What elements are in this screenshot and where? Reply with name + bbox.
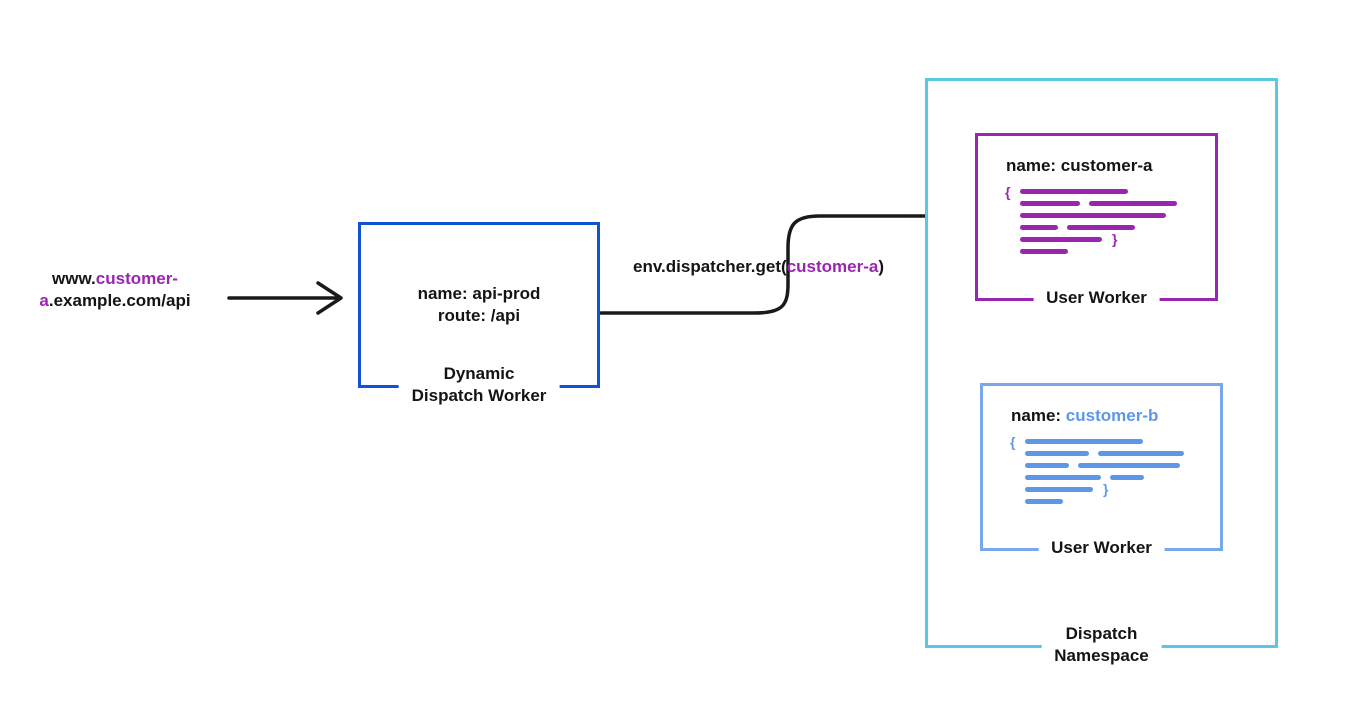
code-lines-graphic-a: { } (1005, 185, 1215, 254)
user-worker-a-name: name: customer-a (1006, 156, 1215, 176)
code-row (1025, 439, 1220, 444)
code-row: } (1020, 232, 1215, 246)
open-brace-glyph: { (1005, 184, 1011, 200)
request-url-line1: www.customer- (8, 268, 222, 290)
request-url-line2: a.example.com/api (8, 290, 222, 312)
code-row (1025, 463, 1220, 468)
namespace-caption: Dispatch Namespace (1041, 622, 1162, 668)
code-row (1025, 475, 1220, 480)
code-row (1020, 213, 1215, 218)
request-url: www.customer- a.example.com/api (8, 268, 222, 312)
call-argument: customer-a (786, 257, 879, 276)
dispatch-worker-route: route: /api (437, 306, 521, 325)
dispatch-worker-caption: Dynamic Dispatch Worker (398, 362, 560, 408)
worker-a-name-label: name: (1006, 156, 1061, 175)
user-worker-a-box: name: customer-a { } User Worker (975, 133, 1218, 310)
url-www: www. (52, 269, 96, 288)
dispatch-worker-caption-line2: Dispatch Worker (411, 386, 547, 405)
namespace-caption-line1: Dispatch (1065, 624, 1138, 643)
dispatch-worker-caption-line1: Dynamic (443, 364, 515, 383)
dispatcher-call-label: env.dispatcher.get(customer-a) (633, 257, 884, 277)
code-row (1020, 225, 1215, 230)
url-customer-highlight-2: a (39, 291, 49, 310)
worker-b-name-value: customer-b (1065, 406, 1159, 425)
request-arrow (227, 281, 343, 315)
dispatch-worker-body: name: api-prod route: /api (361, 225, 597, 385)
code-lines-graphic-b: { } (1010, 435, 1220, 504)
dynamic-dispatch-worker-box: name: api-prod route: /api Dynamic Dispa… (358, 222, 600, 408)
code-row (1025, 499, 1220, 504)
code-row (1020, 201, 1215, 206)
code-row (1025, 451, 1220, 456)
code-row: } (1025, 482, 1220, 496)
call-prefix: env.dispatcher.get( (633, 257, 787, 276)
request-arrowhead-icon (316, 281, 343, 315)
user-worker-b-box: name: customer-b { } User Worker (980, 383, 1223, 560)
open-brace-glyph: { (1010, 434, 1016, 450)
close-brace-glyph: } (1112, 230, 1118, 247)
url-customer-highlight: customer- (95, 269, 178, 288)
code-row (1020, 189, 1215, 194)
dispatch-worker-name: name: api-prod (417, 284, 541, 303)
namespace-caption-line2: Namespace (1054, 646, 1149, 665)
user-worker-b-name: name: customer-b (1011, 406, 1220, 426)
user-worker-a-caption: User Worker (1033, 286, 1160, 310)
code-row (1020, 249, 1215, 254)
worker-b-name-label: name: (1011, 406, 1066, 425)
url-domain: .example.com/api (48, 291, 191, 310)
call-suffix: ) (878, 257, 884, 276)
close-brace-glyph: } (1103, 480, 1109, 497)
worker-a-name-value: customer-a (1060, 156, 1153, 175)
dispatch-namespace-box: name: customer-a { } User Worker name: c… (925, 78, 1278, 668)
user-worker-b-caption: User Worker (1038, 536, 1165, 560)
